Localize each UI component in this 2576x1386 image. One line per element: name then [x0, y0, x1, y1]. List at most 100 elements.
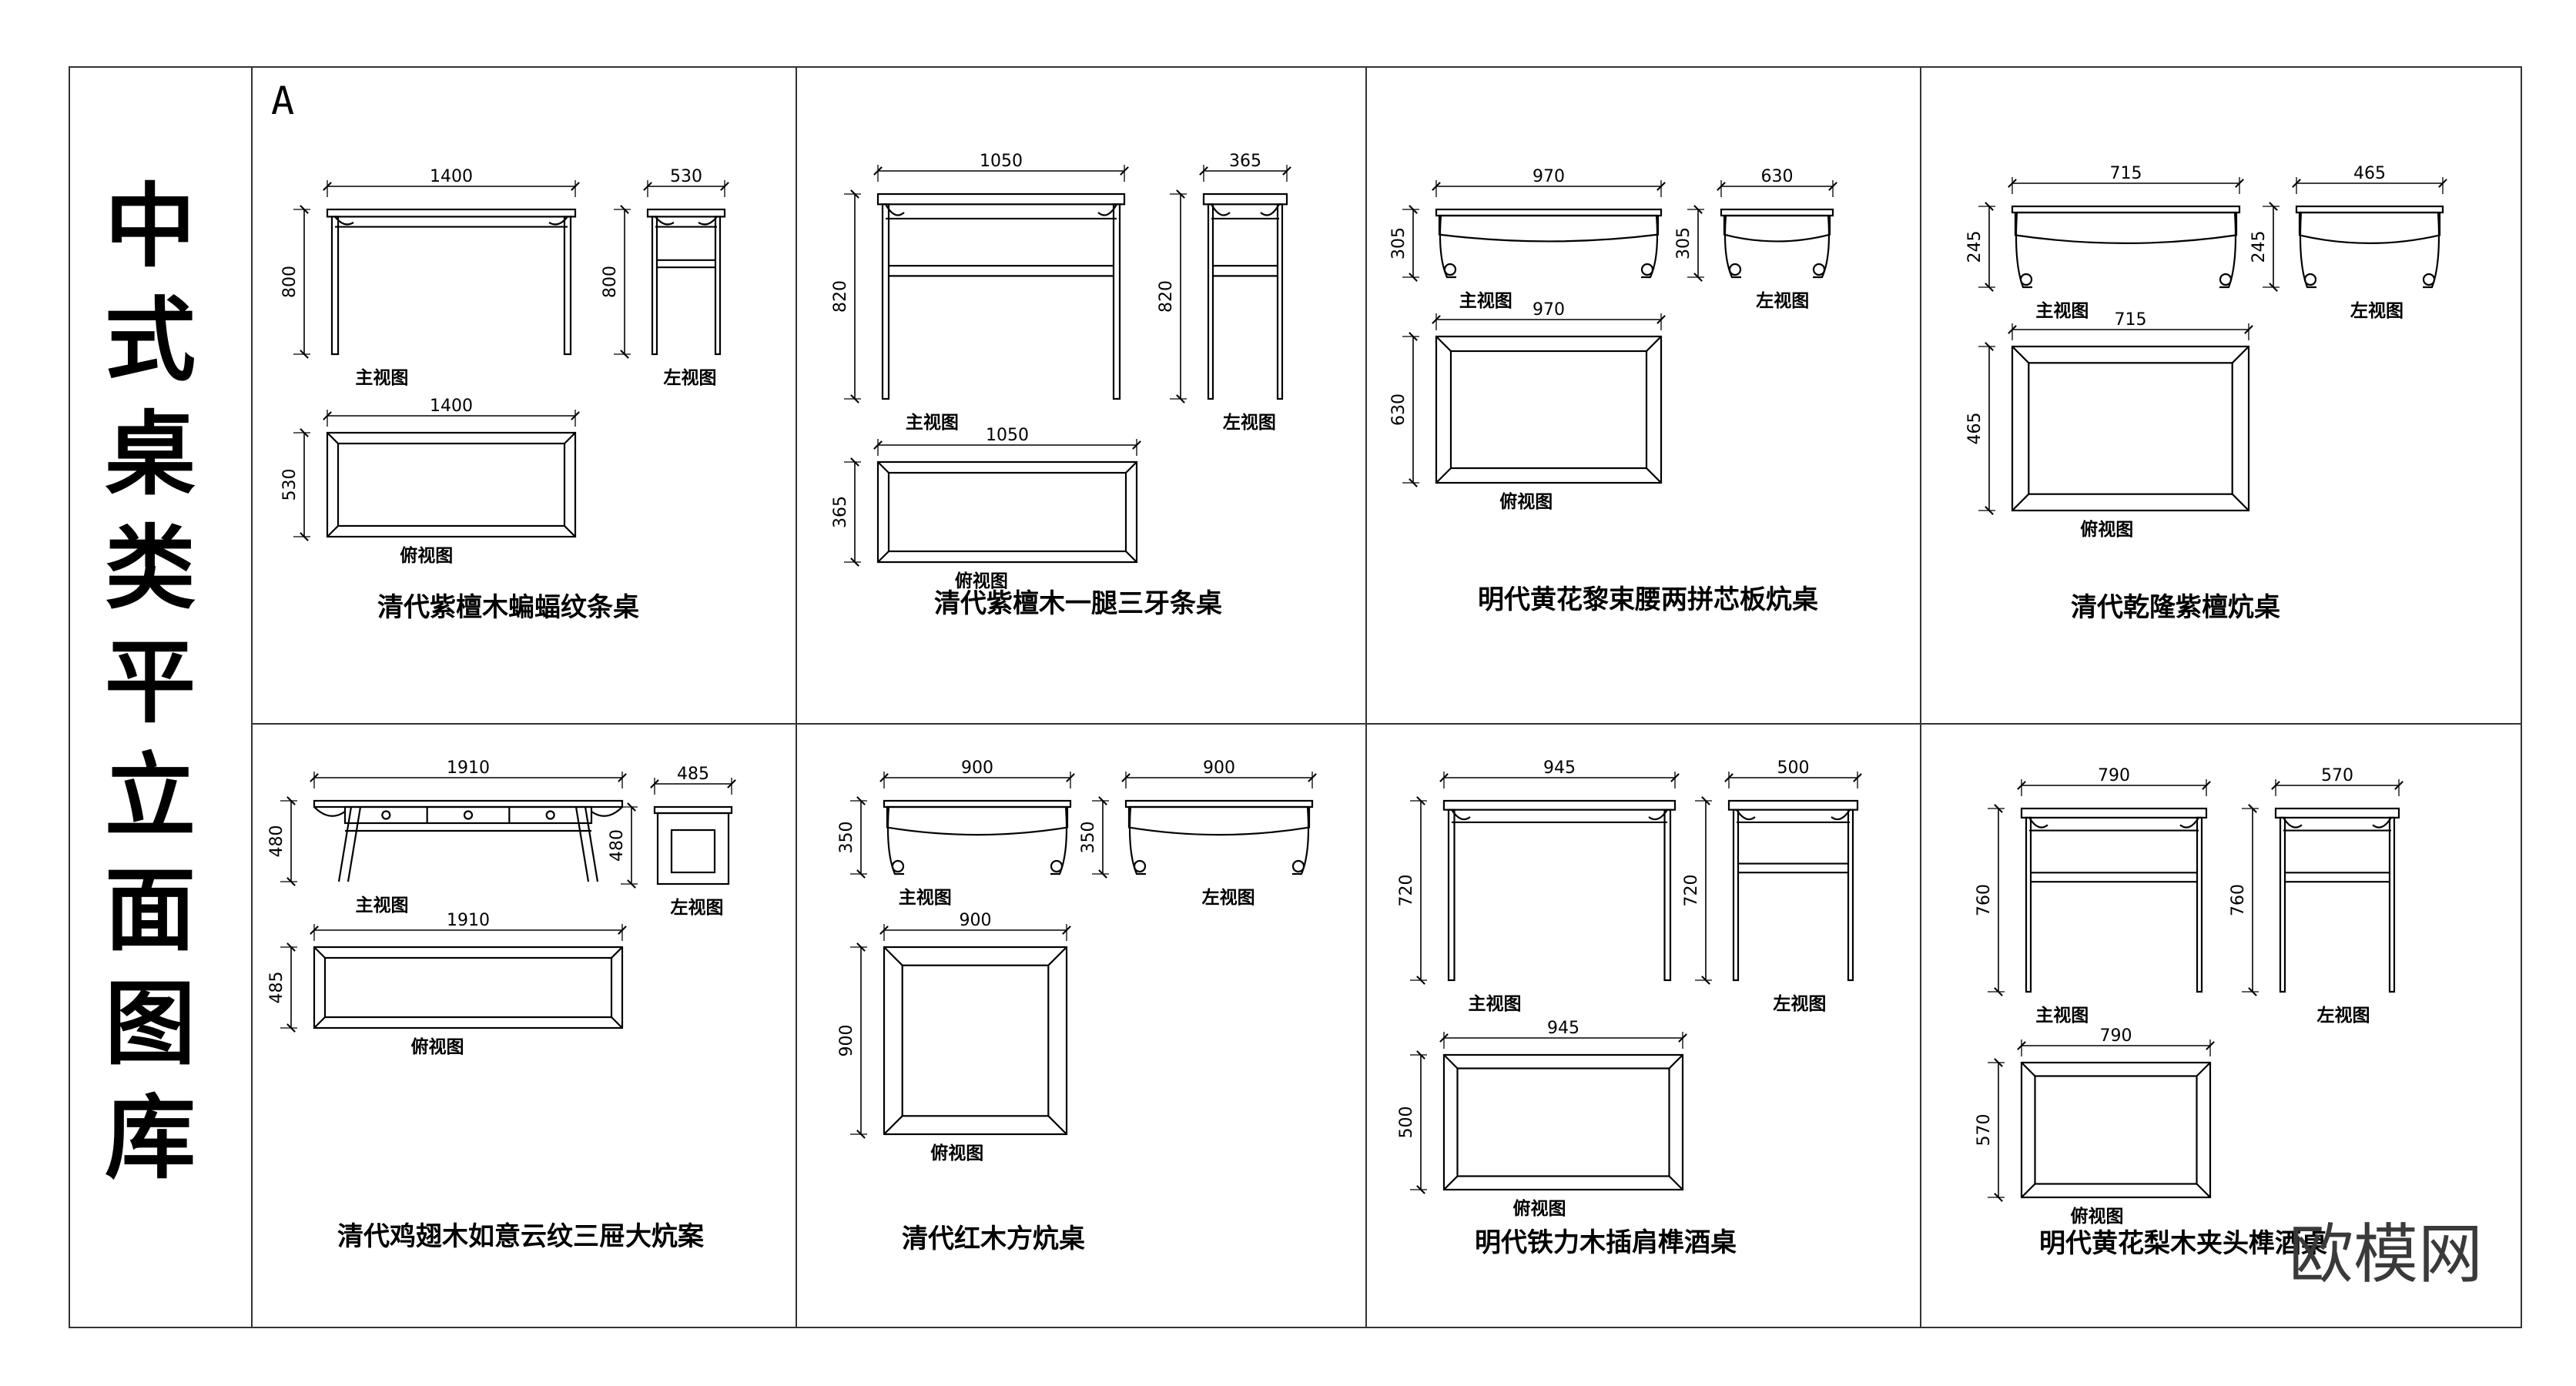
top-plan	[1442, 1053, 1684, 1191]
width-dimension-label: 900	[961, 758, 993, 778]
width-dimension-label: 970	[1533, 300, 1565, 320]
width-dimension: 1400	[323, 167, 580, 197]
front-elevation	[326, 208, 577, 356]
height-dimension: 820	[1157, 189, 1187, 403]
title-char: 类	[105, 514, 196, 621]
front-view-label: 主视图	[2035, 300, 2089, 321]
width-dimension: 1400	[323, 397, 580, 427]
height-dimension: 350	[1079, 796, 1109, 879]
front-view-label: 主视图	[355, 367, 408, 388]
top-view-label: 俯视图	[930, 1143, 983, 1163]
table-name: 清代紫檀木一腿三牙条桌	[934, 588, 1222, 619]
height-dimension-label: 500	[1397, 1106, 1416, 1139]
left-view-label: 左视图	[1202, 887, 1255, 908]
front-elevation	[1435, 208, 1663, 279]
height-dimension: 720	[1397, 796, 1427, 985]
top-plan	[876, 460, 1138, 564]
side-elevation	[1202, 192, 1288, 400]
sheet-grid	[69, 66, 2522, 1328]
height-dimension: 480	[608, 802, 638, 889]
title-char: 库	[105, 1084, 196, 1191]
height-dimension: 305	[1674, 205, 1704, 282]
front-view-label: 主视图	[356, 895, 409, 916]
height-dimension-label: 480	[608, 829, 627, 862]
height-dimension: 485	[267, 942, 297, 1033]
front-elevation	[883, 799, 1072, 875]
width-dimension-label: 570	[2321, 766, 2353, 785]
height-dimension-label: 760	[2229, 884, 2248, 916]
width-dimension-label: 790	[2098, 766, 2130, 785]
table-name: 清代鸡翅木如意云纹三屉大炕案	[337, 1221, 705, 1252]
height-dimension-label: 365	[831, 496, 850, 528]
left-view-label: 左视图	[2317, 1005, 2370, 1026]
table-name: 明代黄花黎束腰两拼芯板炕桌	[1478, 584, 1818, 615]
width-dimension-label: 1910	[447, 911, 490, 930]
height-dimension: 245	[1965, 202, 1995, 292]
front-view-label: 主视图	[1469, 993, 1522, 1014]
width-dimension: 365	[1199, 152, 1291, 182]
height-dimension-label: 570	[1975, 1114, 1994, 1147]
front-view-label: 主视图	[899, 887, 952, 908]
width-dimension: 900	[1121, 758, 1317, 788]
title-char: 面	[105, 856, 196, 963]
width-dimension-label: 790	[2100, 1026, 2132, 1046]
front-elevation	[876, 192, 1126, 400]
width-dimension: 900	[879, 911, 1071, 941]
width-dimension: 530	[643, 167, 729, 197]
width-dimension-label: 715	[2110, 164, 2142, 183]
top-plan	[883, 946, 1068, 1136]
title-char: 中	[105, 172, 196, 280]
front-view-label: 主视图	[2035, 1005, 2089, 1026]
height-dimension-label: 245	[2249, 231, 2269, 263]
table-drawing: 1910480主视图485480左视图1910485俯视图清代鸡翅木如意云纹三屉…	[267, 758, 736, 1252]
height-dimension-label: 530	[280, 469, 300, 501]
height-dimension: 820	[831, 189, 861, 403]
side-elevation	[2274, 807, 2400, 993]
width-dimension: 945	[1439, 758, 1680, 788]
height-dimension-label: 720	[1682, 875, 1701, 907]
width-dimension-label: 1910	[447, 758, 490, 778]
title-char: 式	[105, 286, 196, 393]
table-name: 清代紫檀木蝙蝠纹条桌	[377, 592, 639, 623]
top-view-label: 俯视图	[2080, 519, 2133, 540]
width-dimension-label: 1400	[430, 397, 473, 416]
front-elevation	[313, 799, 624, 882]
height-dimension: 500	[1397, 1050, 1427, 1194]
width-dimension-label: 970	[1533, 167, 1565, 186]
height-dimension-label: 245	[1965, 231, 1985, 263]
width-dimension-label: 715	[2115, 310, 2147, 330]
top-view-label: 俯视图	[411, 1036, 464, 1057]
width-dimension: 715	[2008, 310, 2253, 340]
width-dimension: 790	[2017, 766, 2211, 796]
width-dimension-label: 485	[677, 765, 709, 784]
table-name: 清代红木方炕桌	[902, 1224, 1085, 1254]
width-dimension: 945	[1439, 1019, 1687, 1049]
width-dimension: 630	[1717, 167, 1837, 197]
height-dimension-label: 630	[1389, 393, 1409, 426]
height-dimension: 760	[2229, 804, 2259, 996]
height-dimension: 305	[1389, 205, 1419, 282]
height-dimension: 800	[601, 205, 631, 359]
width-dimension: 570	[2271, 766, 2403, 796]
width-dimension: 1910	[310, 911, 627, 941]
height-dimension-label: 820	[1157, 280, 1176, 313]
top-view-label: 俯视图	[2071, 1206, 2124, 1227]
width-dimension-label: 1050	[980, 152, 1023, 171]
width-dimension-label: 945	[1547, 1019, 1579, 1038]
width-dimension: 1910	[310, 758, 627, 788]
watermark-logo: 欧模网	[2289, 1217, 2483, 1292]
width-dimension-label: 1400	[430, 167, 473, 186]
height-dimension: 350	[837, 796, 867, 879]
side-elevation	[653, 805, 733, 886]
title-char: 桌	[105, 400, 196, 507]
height-dimension: 720	[1682, 796, 1712, 985]
height-dimension: 245	[2249, 202, 2280, 292]
width-dimension-label: 945	[1543, 758, 1576, 778]
top-view-label: 俯视图	[955, 571, 1008, 591]
width-dimension: 900	[879, 758, 1075, 788]
side-elevation	[1720, 208, 1834, 279]
height-dimension-label: 350	[1079, 822, 1098, 854]
